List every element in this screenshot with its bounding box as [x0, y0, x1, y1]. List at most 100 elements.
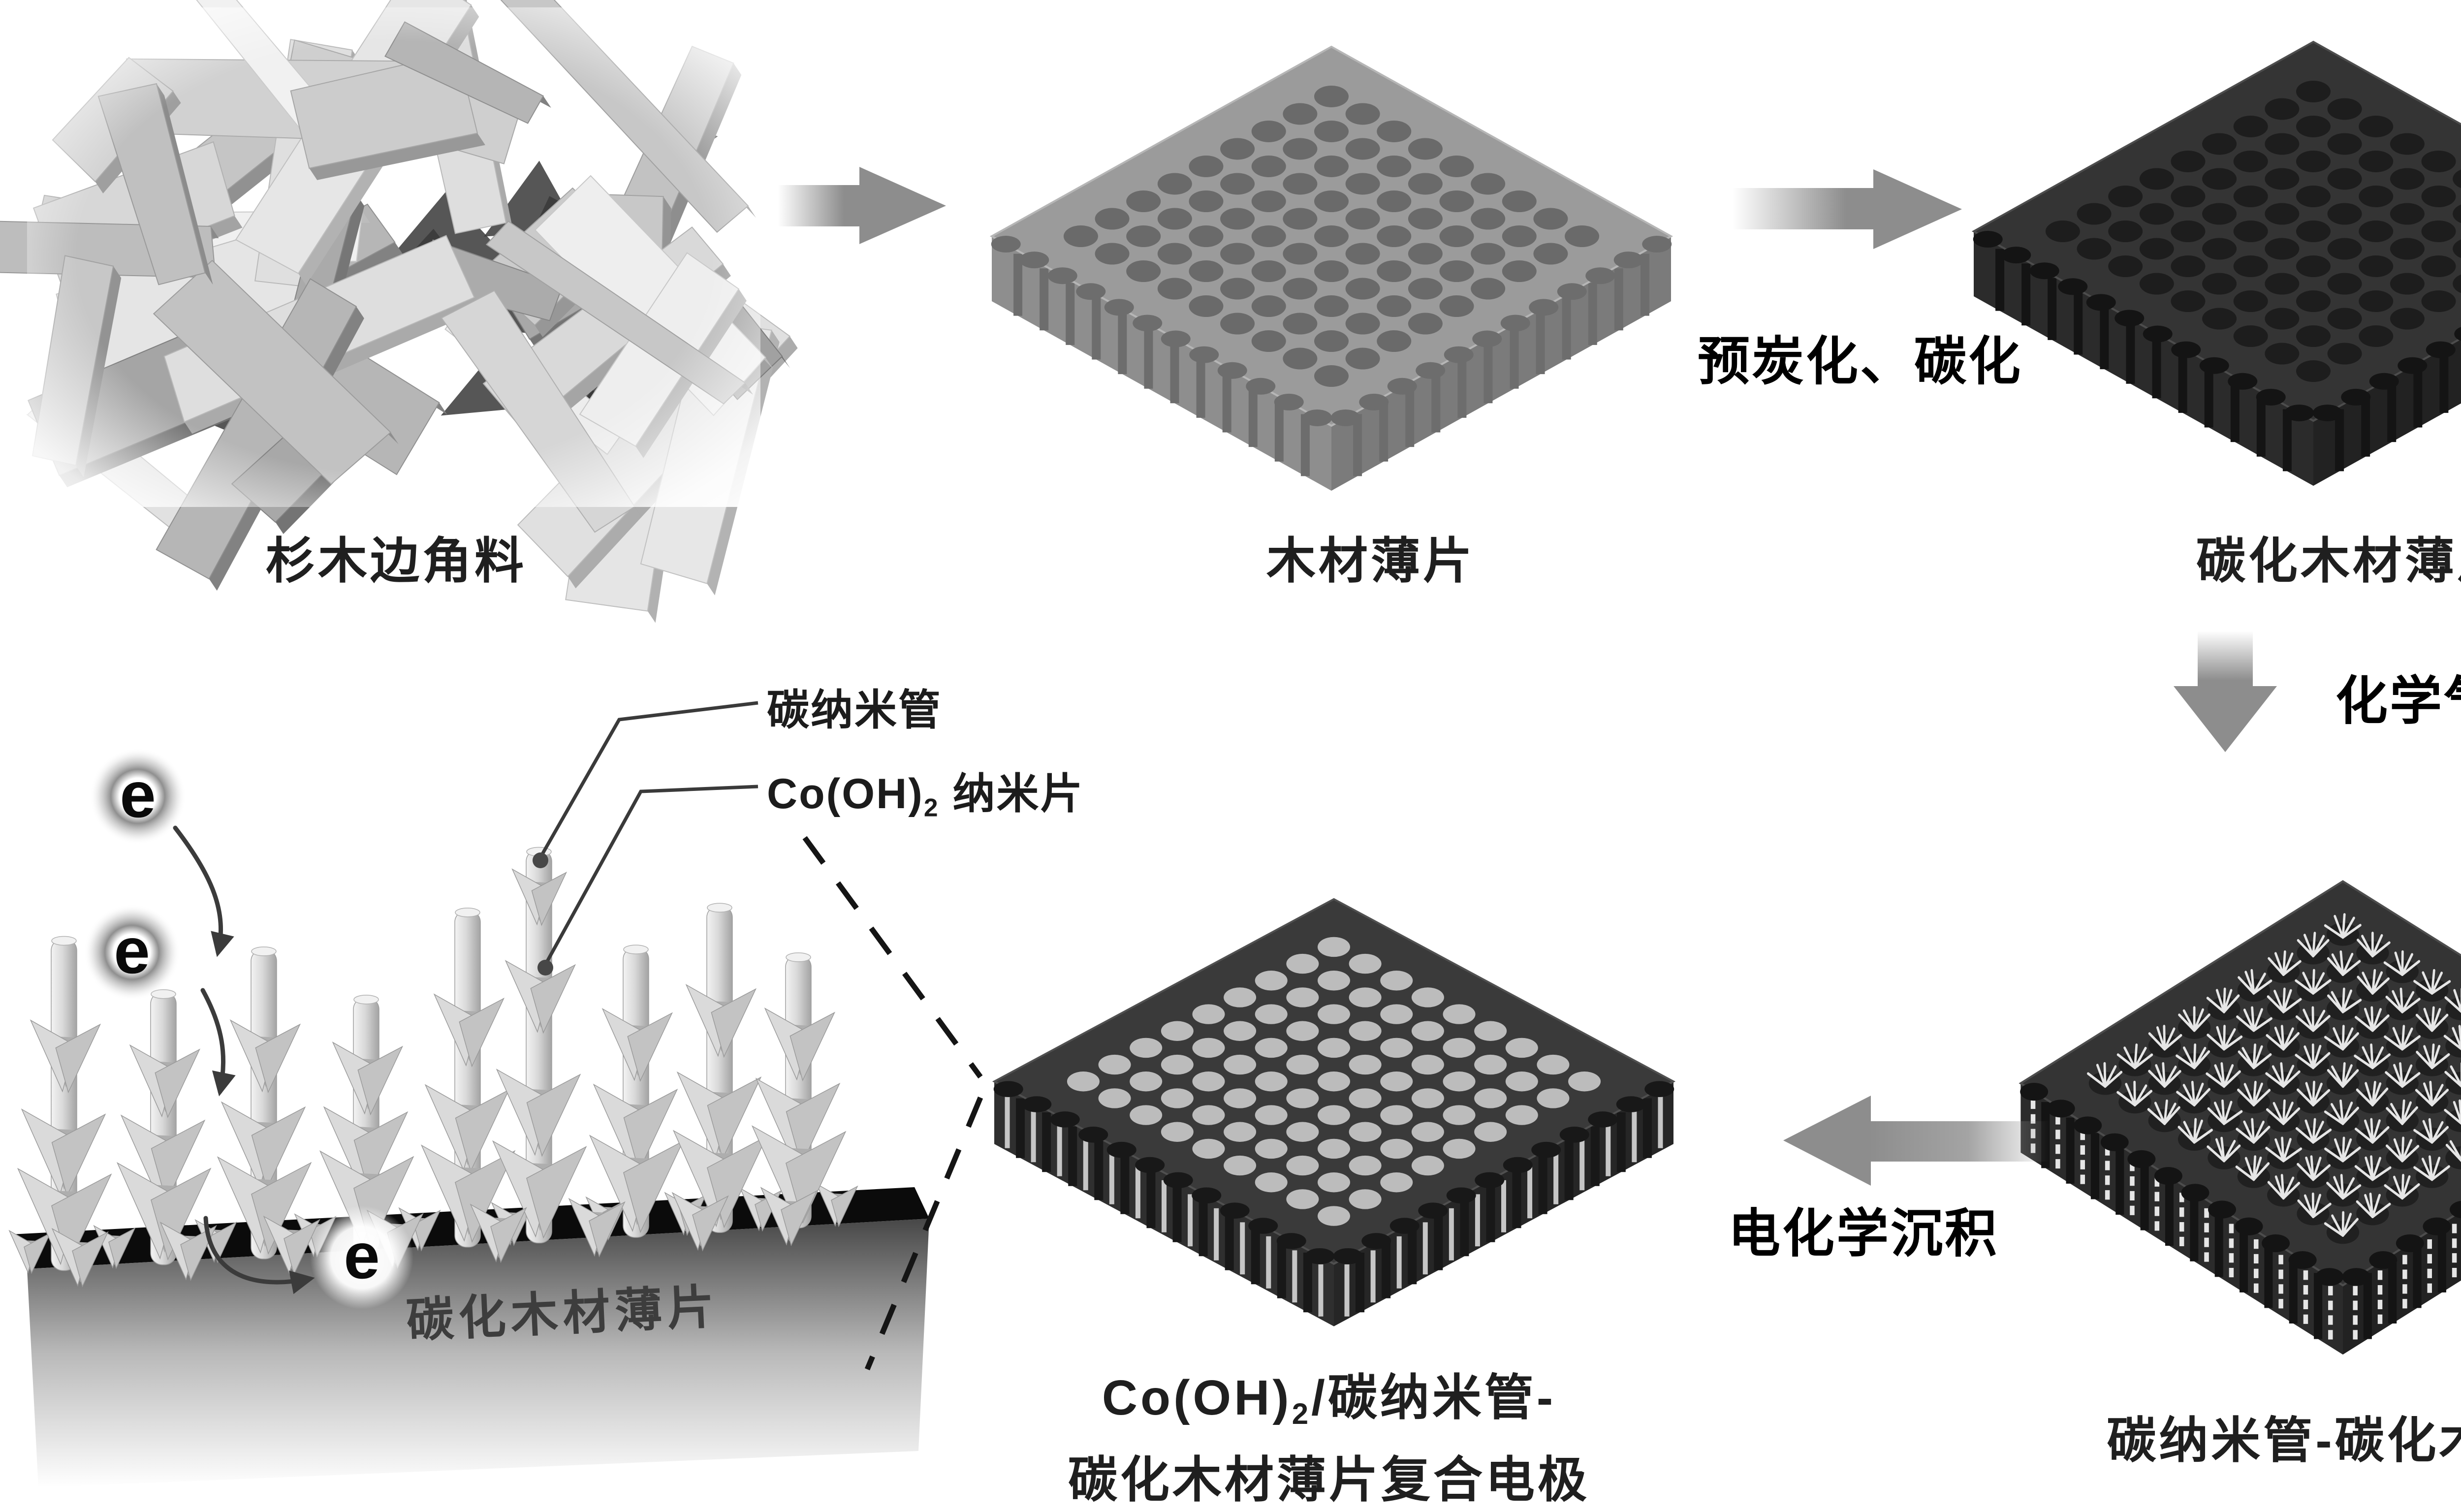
- cnt-tuft: [2282, 1032, 2300, 1051]
- filled-pore-dot: [1443, 1105, 1476, 1125]
- pore-hole: [2265, 238, 2300, 260]
- cnt-tuft: [2341, 960, 2361, 976]
- pore-hole: [2359, 220, 2394, 242]
- cnt-tuft: [2297, 1199, 2315, 1219]
- cnt-tuft: [2280, 1174, 2285, 1200]
- nanosheet-petal: [623, 1088, 678, 1172]
- cnt-tuft: [2312, 979, 2332, 995]
- cnt-tuft: [2401, 991, 2415, 1013]
- pore-hole: [2359, 115, 2394, 137]
- nanosheet-petal: [72, 1231, 109, 1288]
- filled-pore-dot: [1537, 1088, 1570, 1108]
- filled-pore-dot: [1474, 1122, 1507, 1142]
- cnt-tuft: [2324, 1222, 2344, 1237]
- cnt-tuft: [2430, 969, 2435, 995]
- cnt-tuft: [2116, 1053, 2136, 1070]
- cnt-tuft: [2163, 1034, 2182, 1051]
- pore-hole: [1471, 243, 1506, 265]
- pore-hole: [1565, 225, 1600, 247]
- slab-edge-notch: [1500, 315, 1530, 332]
- cnt-tuft: [2281, 1136, 2285, 1163]
- cnt-tuft: [2273, 989, 2285, 1013]
- cnt-tuft: [2235, 1166, 2255, 1181]
- wood-slice-label: 木材薄片: [1266, 534, 1475, 589]
- filled-pore-dot: [1098, 1054, 1131, 1075]
- cnt-tuft: [2297, 939, 2315, 958]
- pore-hole: [1377, 260, 1412, 283]
- filled-pore-dot: [1286, 953, 1319, 974]
- filled-pore-dot: [1380, 1038, 1413, 1058]
- cnt-tuft: [2162, 1062, 2166, 1088]
- pore-hole: [2139, 168, 2174, 190]
- wood-slice-3d: [989, 45, 1673, 491]
- arrow-head: [2174, 686, 2277, 752]
- slab-edge-notch: [1276, 1233, 1306, 1249]
- cnt-tuft: [2392, 1027, 2404, 1051]
- nanosheet-petal: [251, 1162, 312, 1255]
- slab-edge-notch: [1472, 330, 1502, 347]
- nanosheet-petal: [108, 1227, 136, 1269]
- cnt-tuft: [2341, 987, 2345, 1013]
- pore-hole: [2108, 185, 2143, 207]
- pore-hole: [2359, 150, 2394, 172]
- cnt-tuft: [2134, 1053, 2153, 1070]
- pore-hole: [1283, 313, 1318, 335]
- slab-edge-notch: [1557, 283, 1587, 300]
- cnt-tuft: [2282, 1176, 2295, 1200]
- electron-badge-glow: [310, 1206, 413, 1309]
- cnt-tuft: [2312, 969, 2315, 995]
- cnt-tuft: [2216, 1026, 2225, 1051]
- slab-edge-notch: [2143, 325, 2173, 343]
- pore-hole: [1502, 190, 1537, 212]
- filled-pore-dot: [1443, 1138, 1476, 1159]
- slab-edge-notch: [2454, 327, 2461, 341]
- cnt-tuft: [2282, 952, 2294, 976]
- cnt-tuft: [2341, 913, 2346, 939]
- cnt-tuft: [2104, 1065, 2117, 1088]
- cnt-tuft: [2443, 1035, 2461, 1050]
- cnt-tuft: [2399, 1062, 2404, 1088]
- cnt-tuft: [2155, 1064, 2166, 1088]
- cnt-tuft: [2312, 972, 2325, 995]
- cnt-tuft: [2223, 1028, 2236, 1051]
- nanosheet-petal: [711, 988, 757, 1058]
- slab-edge-notch: [1019, 252, 1049, 269]
- electron-symbol: e: [120, 758, 156, 831]
- nanosheet-petal: [51, 1113, 106, 1197]
- composite-slice-render: [992, 898, 1676, 1326]
- cnt-tuft: [2450, 1065, 2461, 1088]
- filled-pore-dot: [1255, 971, 1288, 991]
- slab-edge-notch: [1418, 1202, 1448, 1219]
- cnt-tuft: [2331, 1065, 2344, 1088]
- filled-pore-dot: [1318, 1172, 1350, 1193]
- slab-edge-notch: [1305, 1248, 1335, 1264]
- slab-edge-notch: [1973, 231, 2003, 248]
- cnt-tuft: [2401, 1183, 2420, 1200]
- pore-hole: [1408, 243, 1443, 265]
- arrow-tail: [2198, 631, 2253, 689]
- cnt-tuft: [2312, 1052, 2331, 1070]
- filled-pore-dot: [1411, 987, 1444, 1008]
- cnt-tuft: [2282, 1099, 2286, 1125]
- cnt-tuft: [2401, 1106, 2418, 1125]
- pore-hole: [2327, 203, 2362, 225]
- cnt-tuft: [2371, 941, 2391, 958]
- filled-pore-dot: [1474, 1054, 1507, 1075]
- filled-pore-dot: [1192, 1004, 1225, 1024]
- slab-edge-notch: [1613, 252, 1643, 269]
- cnt-tuft: [2280, 1025, 2285, 1051]
- cnt-tuft: [2401, 1035, 2421, 1051]
- cnt-tuft: [2193, 1119, 2203, 1144]
- electron-flow-arrow: [203, 1216, 315, 1294]
- nanosheet-petal: [251, 1106, 306, 1190]
- pore-hole: [1408, 173, 1443, 195]
- slab-edge-notch: [1104, 299, 1134, 316]
- cnt-tuft: [2193, 1129, 2213, 1144]
- pore-hole: [2296, 325, 2331, 347]
- nanosheet-petal: [357, 1045, 404, 1116]
- cnt-tuft: [2252, 1017, 2272, 1032]
- cnt-tuft: [2282, 1065, 2295, 1088]
- pore-hole: [2390, 273, 2425, 295]
- cnt-tuft: [2250, 969, 2255, 995]
- cnt-tuft: [2430, 1126, 2449, 1144]
